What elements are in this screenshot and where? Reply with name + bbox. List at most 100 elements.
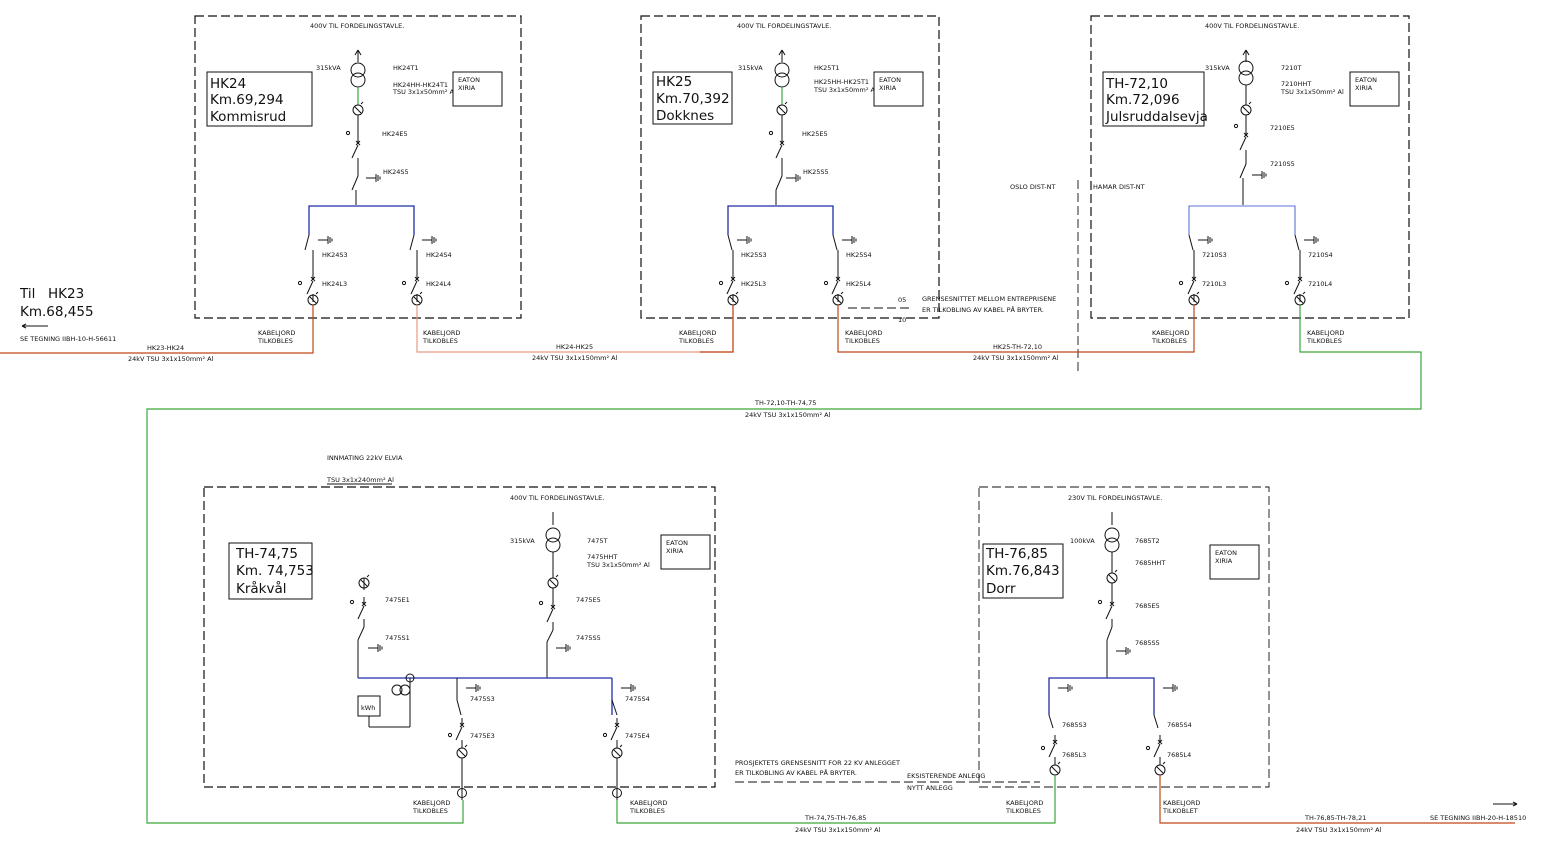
c6-spec: 24kV TSU 3x1x150mm² Al: [1296, 826, 1382, 834]
grense1-line1: GRENSESNITTET MELLOM ENTREPRISENE: [922, 295, 1056, 303]
station-th74: INNMATING 22kV ELVIA TSU 3x1x240mm² Al 4…: [203, 454, 716, 815]
th76-kab-left: KABELJORD: [1006, 799, 1043, 807]
th74-kwh: kWh: [361, 704, 375, 712]
hk24-tilk-right: TILKOBLES: [422, 337, 458, 345]
th74-km: Km. 74,753: [236, 563, 314, 579]
th72-s4: 7210S4: [1308, 251, 1333, 259]
th72-tilk-left: TILKOBLES: [1151, 337, 1187, 345]
hk25-xiria: XIRIA: [879, 84, 897, 92]
c6-name: TH-76,85-TH-78,21: [1304, 814, 1366, 822]
th76-kab-right: KABELJORD: [1163, 799, 1200, 807]
left-hk23-label: HK23: [48, 286, 84, 302]
th76-eaton: EATON: [1215, 549, 1237, 557]
th76-e5: 7685E5: [1135, 602, 1160, 610]
th72-s3: 7210S3: [1202, 251, 1227, 259]
hk24-kva: 315kVA: [316, 64, 341, 72]
th76-kva: 100kVA: [1070, 537, 1095, 545]
c5-spec: 24kV TSU 3x1x150mm² Al: [795, 826, 881, 834]
th76-s3: 7685S3: [1062, 721, 1087, 729]
th74-tilk-right: TILKOBLES: [629, 807, 665, 815]
hk25-e5: HK25E5: [802, 130, 828, 138]
th76-s5: 7685S5: [1135, 639, 1160, 647]
station-hk25: 400V TIL FORDELINGSTAVLE. 315kVA HK25T1 …: [640, 15, 940, 345]
hk25-cable-spec: TSU 3x1x50mm² Al: [813, 86, 877, 94]
cable-th72-th74: [146, 305, 1422, 824]
right-se-tegning: SE TEGNING IIBH-20-H-18510: [1430, 814, 1526, 822]
hk24-e5: HK24E5: [382, 130, 408, 138]
hk24-l3: HK24L3: [322, 280, 347, 288]
hk24-l4: HK24L4: [426, 280, 451, 288]
cable-hk23-hk24: [0, 305, 314, 354]
hk24-s5: HK24S5: [383, 168, 409, 176]
hk24-header: 400V TIL FORDELINGSTAVLE.: [310, 22, 404, 30]
hk25-km: Km.70,392: [656, 91, 730, 107]
hamar-dist: HAMAR DIST-NT: [1093, 183, 1145, 191]
left-til-label: Til: [19, 286, 35, 302]
hk25-cable: HK25HH-HK25T1: [814, 78, 869, 86]
station-th72: 400V TIL FORDELINGSTAVLE. 315kVA 7210T 7…: [1090, 15, 1410, 345]
grense1-line2: ER TILKOBLING AV KABEL PÅ BRYTER.: [922, 305, 1044, 314]
th72-kab-right: KABELJORD: [1307, 329, 1344, 337]
hk25-id: HK25: [656, 74, 692, 90]
hk25-place: Dokknes: [656, 108, 714, 124]
th72-cable: 7210HHT: [1281, 80, 1311, 88]
th74-innmating-spec: TSU 3x1x240mm² Al: [326, 476, 394, 484]
station-th76: 230V TIL FORDELINGSTAVLE. TH-76,85 Km.76…: [978, 486, 1270, 815]
th76-l3: 7685L3: [1062, 751, 1086, 759]
hk25-l3: HK25L3: [741, 280, 766, 288]
th76-xiria: XIRIA: [1215, 557, 1233, 565]
th72-l3: 7210L3: [1202, 280, 1226, 288]
th74-trafo: 7475T: [587, 537, 608, 545]
grense1-b: 10: [898, 316, 906, 324]
th76-id: TH-76,85: [985, 546, 1048, 562]
th74-s4: 7475S4: [625, 695, 650, 703]
th72-xiria: XIRIA: [1355, 84, 1373, 92]
c1-spec: 24kV TSU 3x1x150mm² Al: [128, 355, 214, 363]
th72-kab-left: KABELJORD: [1152, 329, 1189, 337]
hk24-xiria: XIRIA: [458, 84, 476, 92]
hk25-tilk-left: TILKOBLES: [678, 337, 714, 345]
hk25-tilk-right: TILKOBLES: [844, 337, 880, 345]
th74-innmating: INNMATING 22kV ELVIA: [327, 454, 403, 462]
th76-place: Dorr: [986, 581, 1016, 597]
th74-cable: 7475HHT: [587, 553, 617, 561]
hk24-kab-right: KABELJORD: [423, 329, 460, 337]
th76-tilk-left: TILKOBLES: [1005, 807, 1041, 815]
th74-e1: 7475E1: [385, 596, 410, 604]
th74-kab-left: KABELJORD: [413, 799, 450, 807]
th72-km: Km.72,096: [1106, 92, 1180, 108]
c1-name: HK23-HK24: [147, 344, 184, 352]
c5-name: TH-74,75-TH-76,85: [804, 814, 866, 822]
th74-tilk-left: TILKOBLES: [412, 807, 448, 815]
th76-header: 230V TIL FORDELINGSTAVLE.: [1068, 494, 1162, 502]
oslo-dist: OSLO DIST-NT: [1010, 183, 1055, 191]
th72-header: 400V TIL FORDELINGSTAVLE.: [1205, 22, 1299, 30]
th74-header: 400V TIL FORDELINGSTAVLE.: [510, 494, 604, 502]
hk25-eaton: EATON: [879, 76, 901, 84]
hk24-kab-left: KABELJORD: [258, 329, 295, 337]
grense2-line2: ER TILKOBLING AV KABEL PÅ BRYTER.: [735, 768, 857, 777]
th74-s1: 7475S1: [385, 634, 410, 642]
hk25-trafo: HK25T1: [814, 64, 840, 72]
th74-e5: 7475E5: [576, 596, 601, 604]
th76-tilk-right: TILKOBLET: [1162, 807, 1198, 815]
hk25-kab-left: KABELJORD: [679, 329, 716, 337]
hk24-place: Kommisrud: [210, 109, 286, 125]
cable-th76-th78: [1159, 775, 1515, 824]
th72-s5: 7210S5: [1270, 160, 1295, 168]
hk24-km: Km.69,294: [210, 92, 284, 108]
th72-trafo: 7210T: [1281, 64, 1302, 72]
th72-id: TH-72,10: [1105, 76, 1168, 92]
hk24-trafo: HK24T1: [393, 64, 419, 72]
cable-hk25-th72: [837, 305, 1195, 353]
hk24-cable: HK24HH-HK24T1: [393, 81, 448, 89]
hk24-cable-spec: TSU 3x1x50mm² Al: [392, 88, 456, 96]
hk25-s4: HK25S4: [846, 251, 872, 259]
hk25-kva: 315kVA: [738, 64, 763, 72]
hk24-s3: HK24S3: [322, 251, 348, 259]
c4-name: TH-72,10-TH-74,75: [754, 399, 816, 407]
hk24-s4: HK24S4: [426, 251, 452, 259]
th76-km: Km.76,843: [986, 563, 1060, 579]
th74-e4: 7475E4: [625, 732, 650, 740]
